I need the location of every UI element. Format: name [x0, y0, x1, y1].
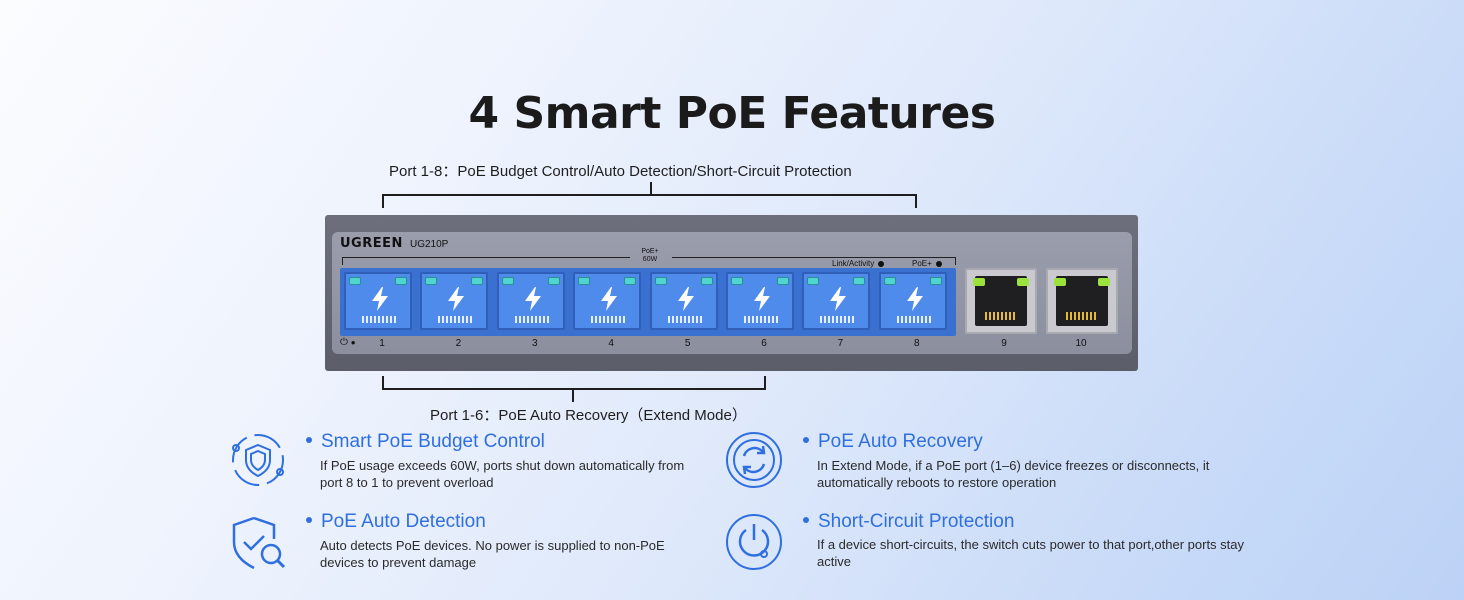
led-icon	[1054, 278, 1066, 286]
feature-title-budget-control: Smart PoE Budget Control	[306, 431, 545, 453]
led-icon	[425, 277, 438, 285]
port-pins	[362, 316, 398, 323]
led-icon	[624, 277, 637, 285]
shield-search-icon	[232, 516, 286, 570]
ports-1-8-bracket-tick	[650, 182, 652, 194]
poe-led-icon	[935, 260, 942, 267]
page-title: 4 Smart PoE Features	[468, 88, 996, 139]
power-led-icon: ●	[350, 338, 356, 347]
led-icon	[1098, 278, 1110, 286]
port-pins	[514, 316, 551, 323]
led-icon	[807, 277, 820, 285]
lightning-bolt-icon	[754, 287, 770, 311]
link-activity-text: Link/Activity	[832, 259, 875, 268]
power-icon	[726, 514, 782, 570]
lightning-bolt-icon	[830, 287, 847, 311]
feature-title-short-circuit: Short-Circuit Protection	[803, 511, 1014, 533]
ports-1-8-bracket	[382, 194, 917, 208]
led-icon	[700, 277, 713, 285]
feature-title-auto-recovery: PoE Auto Recovery	[803, 431, 983, 453]
lightning-bolt-icon	[906, 287, 923, 311]
port-number-5: 5	[684, 338, 691, 349]
poe-budget-watts: 60W	[642, 256, 658, 263]
port-number-8: 8	[914, 338, 920, 349]
led-icon	[853, 277, 866, 285]
refresh-icon	[726, 432, 782, 488]
port-number-1: 1	[379, 338, 385, 349]
port-number-10: 10	[1075, 338, 1087, 349]
poe-port-6	[726, 272, 794, 330]
port-pins	[985, 312, 1017, 320]
poe-port-5	[649, 272, 718, 330]
poe-range-line-right	[672, 257, 956, 265]
port-number-2: 2	[455, 338, 462, 349]
feature-desc-auto-recovery: In Extend Mode, if a PoE port (1–6) devi…	[817, 458, 1210, 490]
ports-1-8-label: Port 1-8：PoE Budget Control/Auto Detecti…	[389, 163, 852, 180]
link-activity-led-icon	[878, 260, 885, 267]
port-pins	[667, 316, 704, 323]
led-icon	[1017, 278, 1029, 286]
lightning-bolt-icon	[372, 287, 388, 311]
port-number-6: 6	[761, 338, 767, 349]
led-icon	[883, 277, 896, 285]
poe-legend-text: PoE+	[912, 259, 932, 268]
lightning-bolt-icon	[524, 287, 541, 311]
ports-1-6-bracket-tick	[572, 390, 574, 402]
led-icon	[777, 277, 789, 285]
led-icon	[973, 278, 985, 286]
feature-desc-budget-control: If PoE usage exceeds 60W, ports shut dow…	[320, 458, 685, 490]
port-number-9: 9	[1001, 338, 1007, 349]
ports-1-6-bracket	[382, 376, 766, 390]
uplink-port-10	[1046, 268, 1118, 334]
led-icon	[578, 277, 591, 285]
poe-budget-type: PoE+	[641, 248, 659, 255]
port-pins	[896, 316, 933, 323]
poe-port-1	[344, 272, 412, 330]
model-label: UG210P	[410, 239, 449, 250]
ports-1-6-label: Port 1-6：PoE Auto Recovery（Extend Mode）	[430, 407, 747, 424]
port-number-7: 7	[837, 338, 844, 349]
power-indicator: ⏻ ●	[340, 337, 356, 348]
poe-range-line-left	[342, 257, 630, 265]
poe-legend: PoE+	[912, 259, 942, 268]
lightning-bolt-icon	[601, 287, 618, 311]
led-icon	[654, 277, 667, 285]
feature-title-auto-detection: PoE Auto Detection	[306, 511, 486, 533]
led-icon	[929, 277, 942, 285]
port-number-3: 3	[532, 338, 538, 349]
lightning-bolt-icon	[448, 287, 465, 311]
led-icon	[395, 277, 407, 285]
led-icon	[547, 277, 560, 285]
port-pins	[1066, 312, 1098, 320]
brand-logo: UGREEN	[340, 236, 403, 251]
power-symbol-icon: ⏻	[340, 337, 348, 348]
shield-icon	[232, 434, 284, 486]
uplink-port-9	[965, 268, 1037, 334]
led-icon	[349, 277, 361, 285]
poe-port-4	[573, 272, 642, 330]
lightning-bolt-icon	[677, 287, 694, 311]
port-pins	[438, 316, 475, 323]
port-pins	[820, 316, 857, 323]
feature-desc-short-circuit: If a device short-circuits, the switch c…	[817, 537, 1245, 569]
poe-port-3	[496, 272, 565, 330]
poe-budget-label: PoE+ 60W	[630, 248, 670, 264]
port-pins	[591, 316, 628, 323]
poe-port-7	[802, 272, 871, 330]
port-pins	[744, 316, 780, 323]
led-icon	[731, 277, 743, 285]
led-icon	[501, 277, 514, 285]
poe-port-8	[878, 272, 947, 330]
port-number-4: 4	[608, 338, 614, 349]
feature-desc-auto-detection: Auto detects PoE devices. No power is su…	[320, 538, 665, 570]
poe-port-2	[420, 272, 489, 330]
led-icon	[471, 277, 484, 285]
link-activity-legend: Link/Activity	[832, 259, 885, 268]
